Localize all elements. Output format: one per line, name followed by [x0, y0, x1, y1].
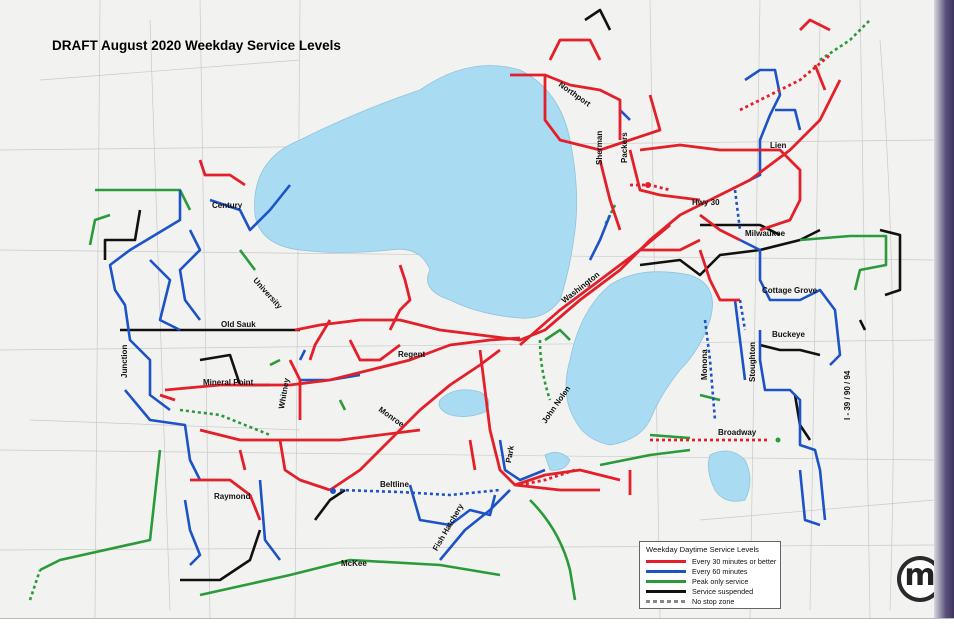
logo-letter: m	[901, 560, 939, 598]
legend-swatch-suspended	[646, 589, 686, 593]
legend-item-hourly: Every 60 minutes	[646, 566, 748, 576]
street-label-milwaukee: Milwaukee	[745, 229, 786, 238]
legend-label: Service suspended	[692, 586, 754, 596]
legend-item-peak: Peak only service	[646, 576, 748, 586]
legend-label: No stop zone	[692, 596, 735, 606]
map-title: DRAFT August 2020 Weekday Service Levels	[52, 38, 341, 53]
street-label-hwy-30: Hwy 30	[692, 198, 720, 207]
legend-swatch-no-stop	[646, 599, 686, 603]
transfer-points	[330, 182, 781, 494]
street-label-mineral-point: Mineral Point	[203, 378, 254, 387]
street-label-beltline: Beltline	[380, 480, 409, 489]
street-label-lien: Lien	[770, 141, 787, 150]
legend-label: Every 60 minutes	[692, 566, 748, 576]
street-label-mckee: McKee	[341, 559, 367, 568]
street-label-broadway: Broadway	[718, 428, 757, 437]
legend-title: Weekday Daytime Service Levels	[646, 545, 759, 554]
street-label-junction: Junction	[120, 344, 129, 378]
legend-label: Peak only service	[692, 576, 749, 586]
routes-hourly	[108, 68, 842, 566]
legend-item-suspended: Service suspended	[646, 586, 753, 596]
street-label-monona: Monona	[700, 349, 709, 380]
street-label-old-sauk: Old Sauk	[221, 320, 256, 329]
lakes	[254, 65, 751, 502]
street-label-interstate: I - 39 / 90 / 94	[843, 370, 852, 420]
base-roads	[0, 0, 934, 618]
routes-hourly-dotted	[339, 189, 747, 497]
street-label-raymond: Raymond	[214, 492, 251, 501]
legend-item-frequent: Every 30 minutes or better	[646, 556, 776, 566]
lake-mendota	[254, 65, 578, 319]
lake-wingra	[438, 389, 490, 417]
street-label-packers: Packers	[620, 132, 629, 163]
lake-monona	[565, 271, 713, 446]
street-label-stoughton: Stoughton	[748, 342, 757, 382]
map-canvas	[0, 0, 934, 618]
window-bottom-edge	[0, 618, 954, 630]
routes-peak	[39, 188, 888, 601]
legend-label: Every 30 minutes or better	[692, 556, 777, 566]
street-label-regent: Regent	[398, 350, 426, 359]
lake-small	[544, 452, 571, 471]
lake-waubesa	[707, 450, 751, 502]
legend-swatch-hourly	[646, 569, 686, 573]
legend-item-no-stop: No stop zone	[646, 596, 734, 606]
map-legend: Weekday Daytime Service Levels Every 30 …	[639, 541, 781, 609]
legend-swatch-peak	[646, 579, 686, 583]
legend-swatch-frequent	[646, 559, 686, 563]
street-label-sherman: Sherman	[595, 130, 604, 165]
street-label-buckeye: Buckeye	[772, 330, 805, 339]
window-edge	[934, 0, 954, 630]
street-label-cottage-grove: Cottage Grove	[762, 286, 818, 295]
street-label-century: Century	[212, 201, 243, 210]
